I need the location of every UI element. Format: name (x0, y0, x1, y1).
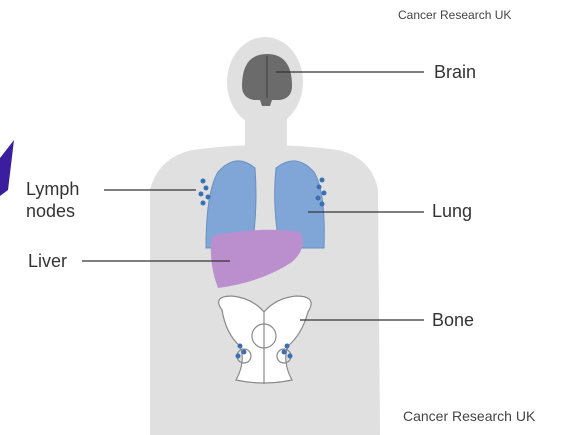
accent-mark (0, 140, 14, 196)
credit-bottom: Cancer Research UK (403, 408, 535, 424)
label-liver: Liver (28, 250, 67, 272)
label-lymph-nodes: Lymph nodes (26, 178, 116, 222)
label-brain: Brain (434, 61, 476, 83)
label-lung: Lung (432, 200, 472, 222)
credit-top: Cancer Research UK (398, 8, 511, 22)
brain-icon (242, 54, 292, 106)
label-bone: Bone (432, 309, 474, 331)
